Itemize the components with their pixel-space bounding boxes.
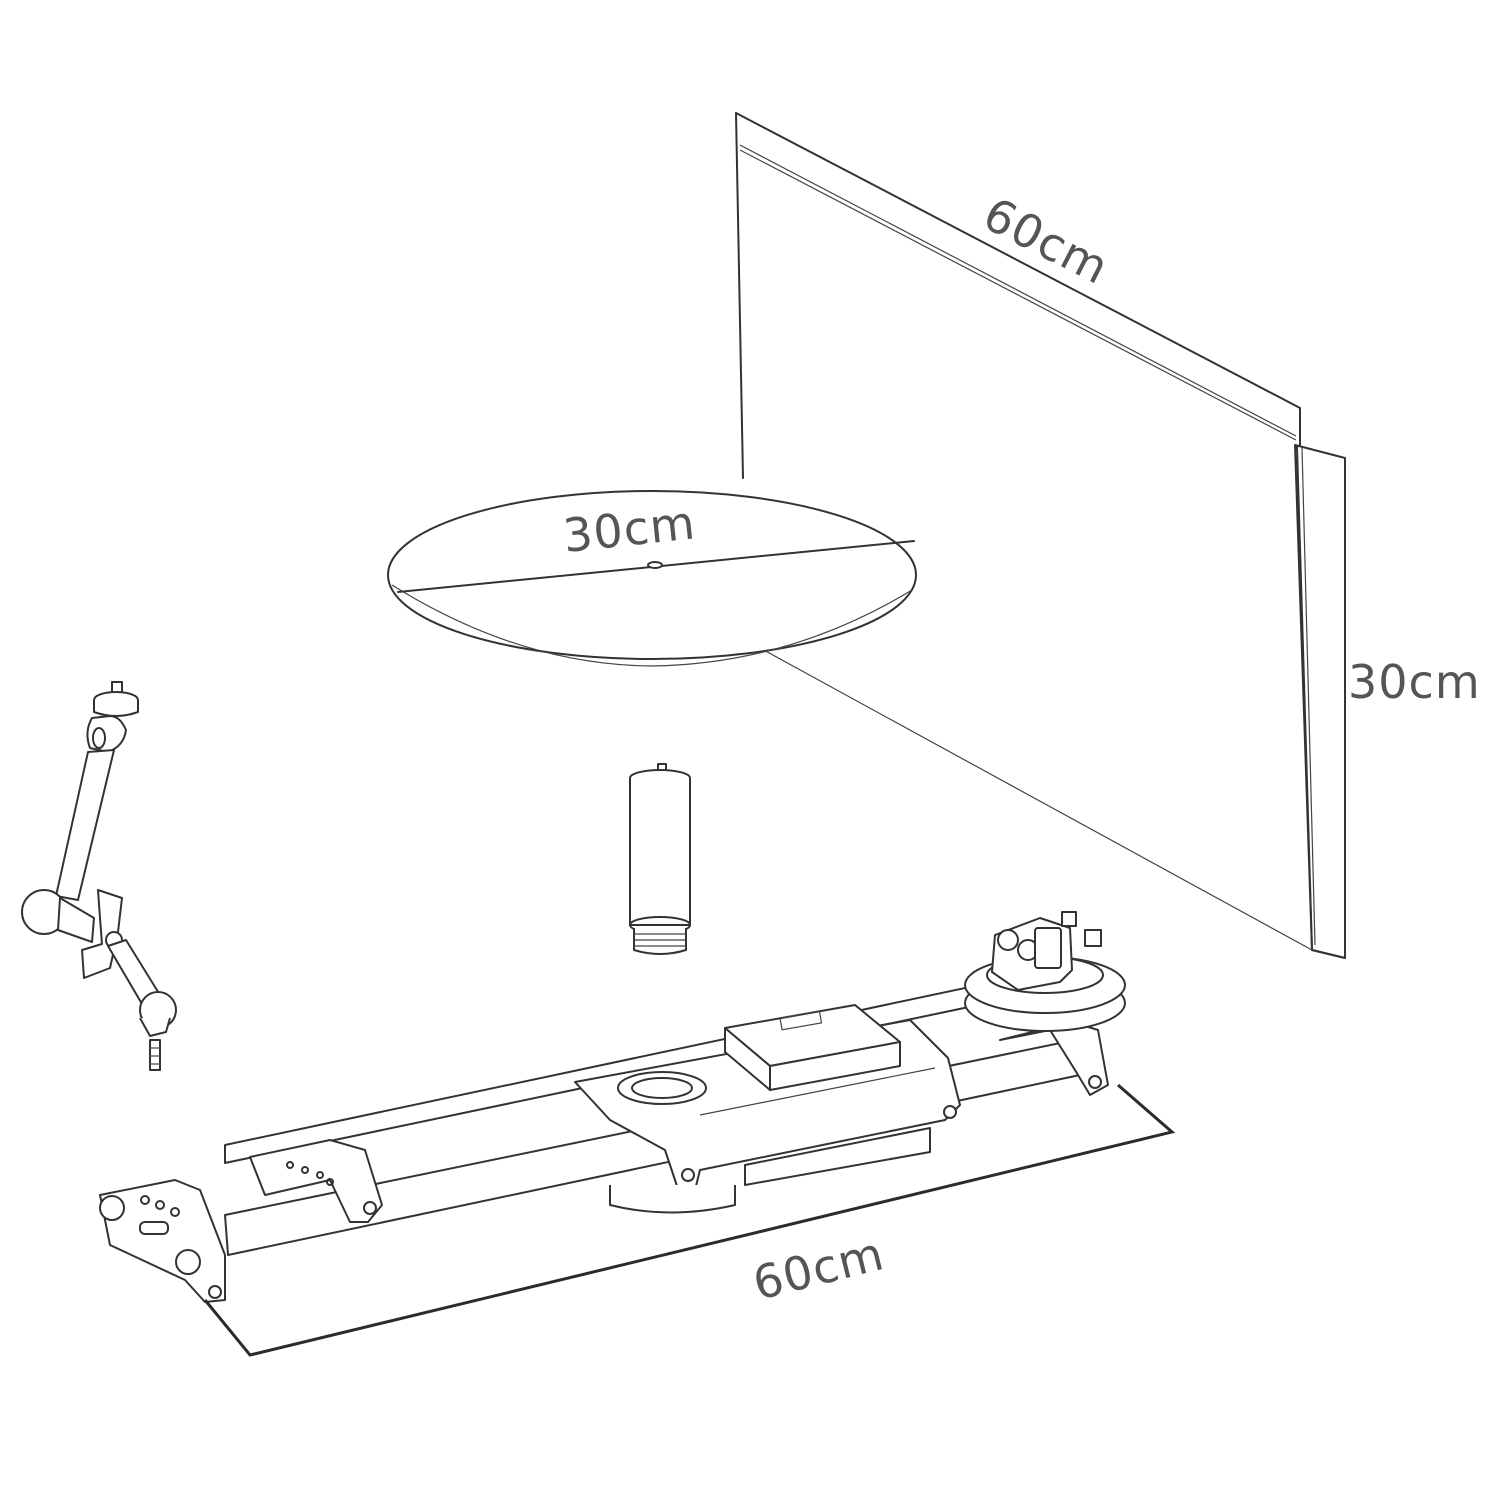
slider-length-dimension-line [203,1083,1176,1357]
carriage-hub [609,1185,736,1214]
carriage-mount-ring [617,1071,707,1105]
backdrop-side-edge [1294,444,1346,959]
camera-slider [99,911,1126,1303]
extension-post [629,763,691,955]
backdrop-height-label: 30cm [1348,655,1481,709]
turntable-disc [387,490,917,667]
backdrop-panel [735,112,1346,959]
disc-center-hole [647,561,663,569]
slider-rail-clamp [249,1139,383,1223]
slider-length-label: 60cm [748,1226,890,1310]
magic-arm [21,681,177,1071]
